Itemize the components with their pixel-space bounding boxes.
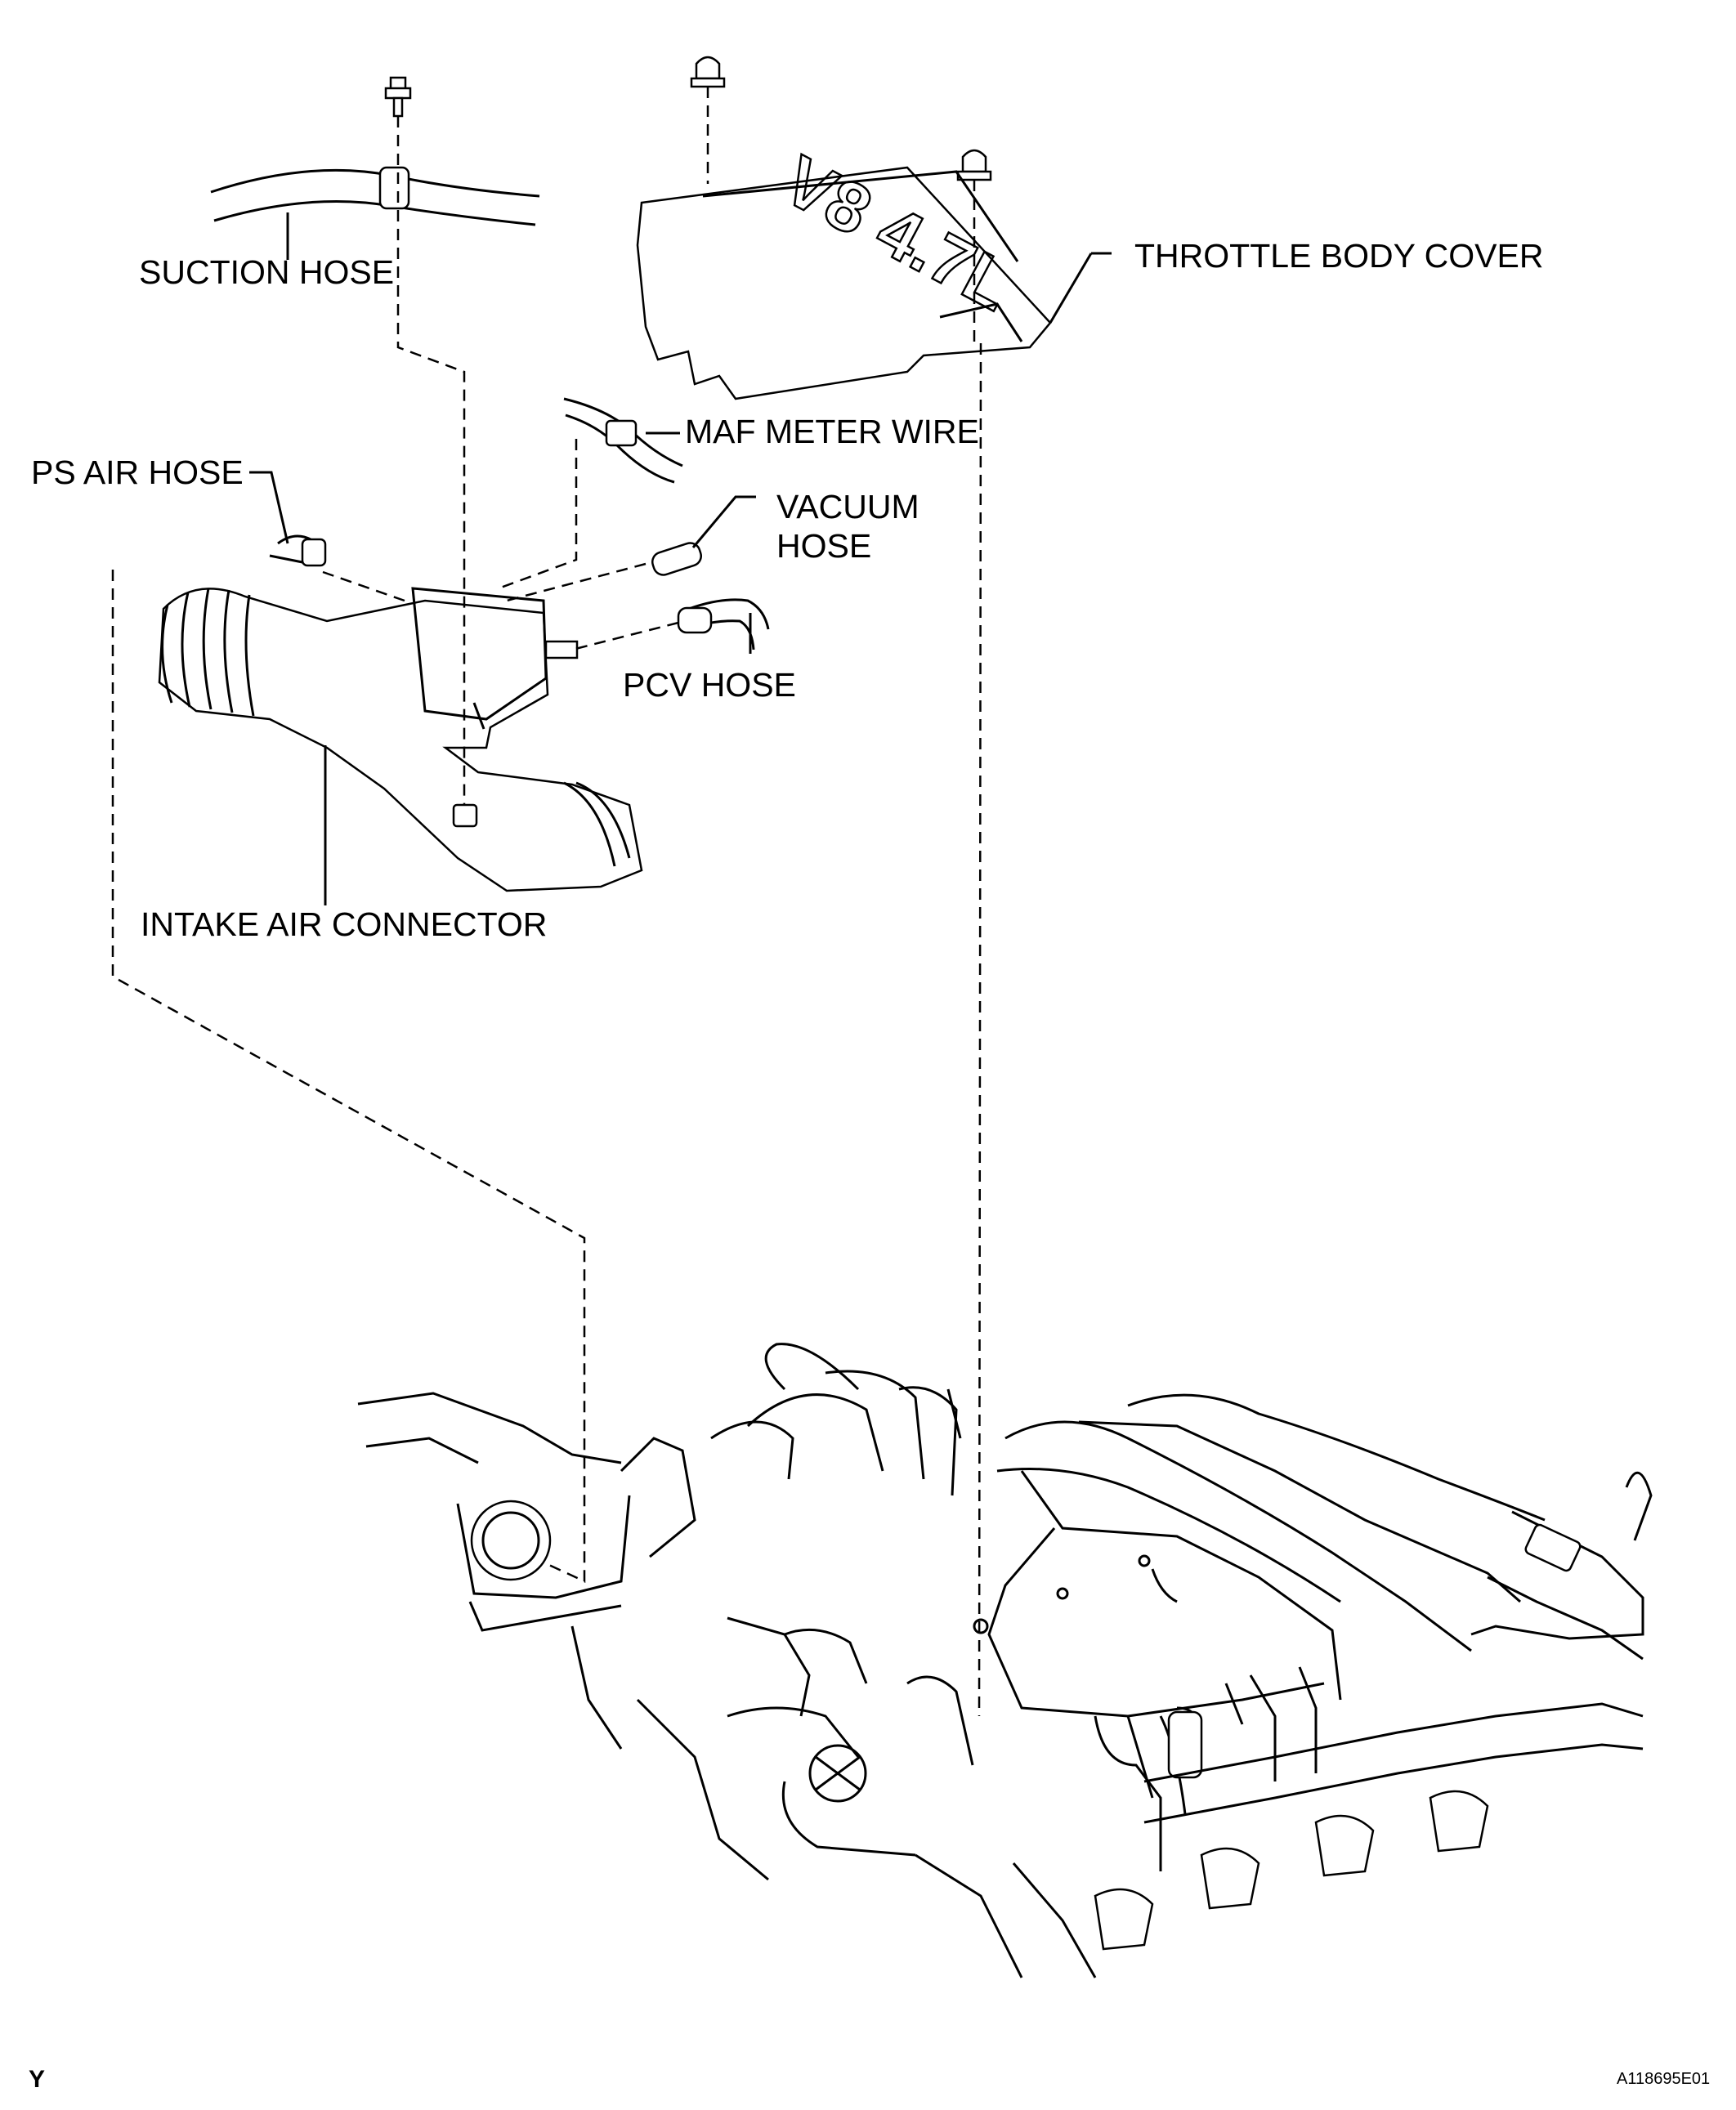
- engine-assembly: [357, 1343, 1653, 1978]
- pcv-hose: [677, 598, 770, 654]
- label-maf-meter-wire: MAF METER WIRE: [685, 413, 979, 450]
- vacuum-hose: [651, 495, 756, 576]
- cover-nut-right: [956, 149, 992, 181]
- label-ps-air-hose: PS AIR HOSE: [31, 454, 244, 491]
- label-intake-air-connector: INTAKE AIR CONNECTOR: [141, 905, 548, 943]
- suction-hose: [210, 166, 540, 260]
- ignition-coil-3: [1314, 1814, 1375, 1877]
- corner-mark: Y: [29, 2066, 46, 2093]
- throttle-body-cover: V8 4.7L: [636, 140, 1112, 400]
- label-vacuum-hose-line2: HOSE: [776, 527, 872, 565]
- ignition-coil-1: [1094, 1888, 1154, 1951]
- ignition-coil-2: [1200, 1847, 1260, 1910]
- ignition-coil-4: [1429, 1790, 1489, 1853]
- label-vacuum-hose-line1: VACUUM: [776, 488, 919, 525]
- maf-meter-wire: [563, 397, 683, 484]
- intake-air-connector: [158, 587, 643, 905]
- suction-hose-bolt: [384, 76, 412, 118]
- label-suction-hose: SUCTION HOSE: [139, 253, 395, 291]
- label-pcv-hose: PCV HOSE: [623, 666, 796, 704]
- alignment-lines: [111, 87, 982, 1717]
- cover-nut-left: [690, 56, 726, 88]
- label-throttle-body-cover: THROTTLE BODY COVER: [1134, 237, 1544, 275]
- ps-air-hose: [249, 471, 327, 567]
- figure-code: A118695E01: [1617, 2070, 1711, 2088]
